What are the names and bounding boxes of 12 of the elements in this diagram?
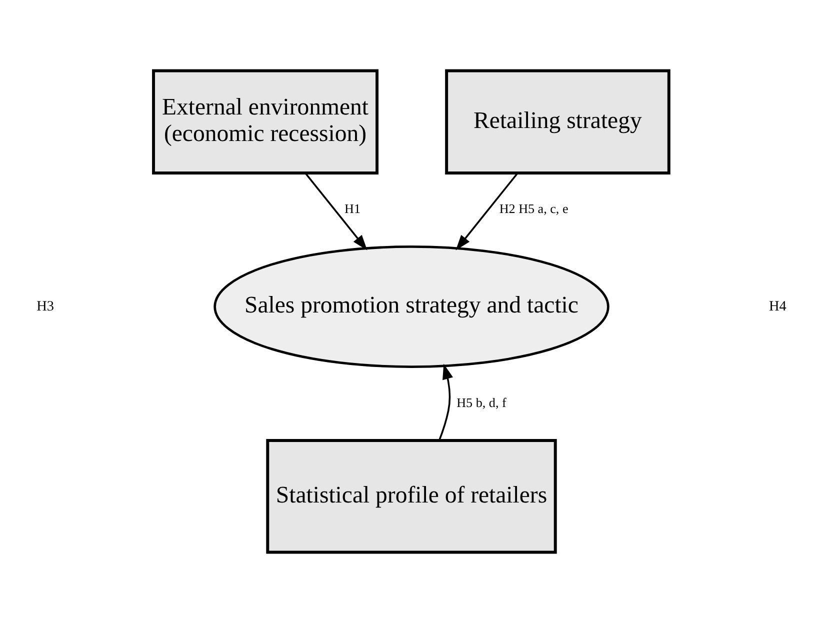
arrow (438, 364, 453, 441)
edge-label: H1 (344, 201, 360, 216)
edge-label: H2 H5 a, c, e (499, 201, 568, 216)
node-box: External environment (economic recession) (152, 69, 378, 174)
label: H4 (768, 298, 786, 314)
node-ellipse: Sales promotion strategy and tactic (214, 246, 610, 368)
edge-label: H5 b, d, f (456, 394, 506, 410)
node-box: Statistical profile of retailers (266, 439, 557, 554)
arrow (304, 172, 368, 250)
arrow (456, 172, 518, 250)
label: H3 (36, 298, 54, 314)
node-box: Retailing strategy (445, 69, 670, 174)
